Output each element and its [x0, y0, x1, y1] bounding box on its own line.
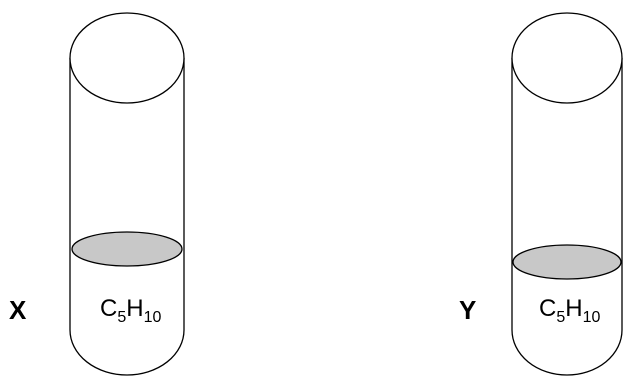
tube-y-liquid-surface [512, 244, 622, 280]
tube-x: C5H10 [69, 12, 185, 376]
tube-x-label: X [9, 295, 27, 325]
tube-y-opening [511, 12, 623, 104]
tube-x-liquid-surface [71, 231, 183, 267]
tube-x-formula: C5H10 [100, 295, 161, 326]
tube-y: C5H10 [511, 12, 623, 376]
tube-y-formula: C5H10 [539, 295, 600, 326]
tube-x-body [69, 58, 185, 376]
tube-y-label: Y [459, 295, 476, 325]
tube-x-opening [69, 12, 185, 104]
tube-y-body [511, 58, 623, 376]
